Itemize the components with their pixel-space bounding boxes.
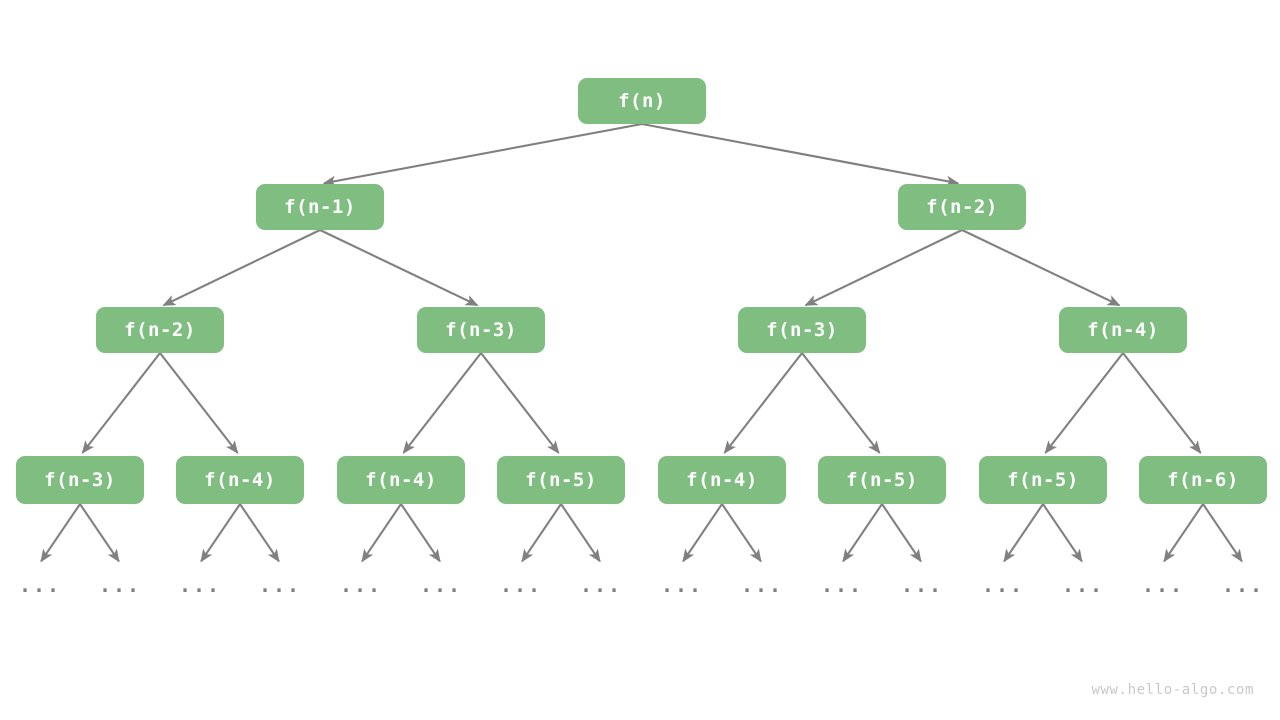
tree-edge xyxy=(1003,503,1044,563)
tree-edge xyxy=(1202,503,1243,563)
tree-edge xyxy=(322,122,643,187)
tree-edge xyxy=(1122,352,1202,454)
tree-edge xyxy=(723,352,803,454)
ellipsis-marker: ... xyxy=(981,573,1025,597)
tree-edge xyxy=(162,229,321,307)
tree-edge xyxy=(842,503,883,563)
ellipsis-marker: ... xyxy=(499,573,543,597)
tree-node: f(n-3) xyxy=(738,307,866,353)
tree-edge xyxy=(239,503,280,563)
tree-edge xyxy=(159,352,239,454)
tree-node: f(n-2) xyxy=(96,307,224,353)
tree-edge xyxy=(961,229,1121,307)
tree-edge xyxy=(319,229,479,307)
tree-node: f(n-3) xyxy=(16,456,144,504)
ellipsis-marker: ... xyxy=(579,573,623,597)
ellipsis-marker: ... xyxy=(419,573,463,597)
ellipsis-marker: ... xyxy=(178,573,222,597)
tree-node: f(n-6) xyxy=(1139,456,1267,504)
ellipsis-marker: ... xyxy=(258,573,302,597)
tree-node: f(n-4) xyxy=(658,456,786,504)
tree-edge xyxy=(721,503,762,563)
tree-edge xyxy=(40,503,81,563)
tree-edge xyxy=(79,503,120,563)
tree-node: f(n-5) xyxy=(497,456,625,504)
ellipsis-marker: ... xyxy=(740,573,784,597)
tree-node: f(n-1) xyxy=(256,184,384,230)
tree-node: f(n-5) xyxy=(979,456,1107,504)
ellipsis-marker: ... xyxy=(98,573,142,597)
ellipsis-marker: ... xyxy=(820,573,864,597)
tree-edge xyxy=(81,352,161,454)
tree-edge xyxy=(521,503,562,563)
tree-edge xyxy=(560,503,601,563)
ellipsis-marker: ... xyxy=(1141,573,1185,597)
tree-edge xyxy=(801,352,881,454)
tree-edge xyxy=(400,503,441,563)
tree-edge xyxy=(1163,503,1204,563)
ellipsis-marker: ... xyxy=(1061,573,1105,597)
tree-edge xyxy=(480,352,560,454)
tree-node: f(n-5) xyxy=(818,456,946,504)
tree-node: f(n-4) xyxy=(176,456,304,504)
tree-edge xyxy=(402,352,482,454)
ellipsis-marker: ... xyxy=(339,573,383,597)
ellipsis-marker: ... xyxy=(900,573,944,597)
tree-node: f(n) xyxy=(578,78,706,124)
tree-node: f(n-4) xyxy=(1059,307,1187,353)
tree-edge xyxy=(682,503,723,563)
tree-edge xyxy=(200,503,241,563)
tree-node: f(n-2) xyxy=(898,184,1026,230)
tree-edge xyxy=(361,503,402,563)
tree-node: f(n-4) xyxy=(337,456,465,504)
tree-edge xyxy=(881,503,922,563)
tree-node: f(n-3) xyxy=(417,307,545,353)
ellipsis-marker: ... xyxy=(18,573,62,597)
tree-edge xyxy=(804,229,963,307)
tree-edge xyxy=(641,122,960,187)
tree-edge xyxy=(1042,503,1083,563)
ellipsis-marker: ... xyxy=(660,573,704,597)
watermark: www.hello-algo.com xyxy=(1091,682,1254,698)
ellipsis-marker: ... xyxy=(1221,573,1265,597)
tree-edge xyxy=(1044,352,1124,454)
